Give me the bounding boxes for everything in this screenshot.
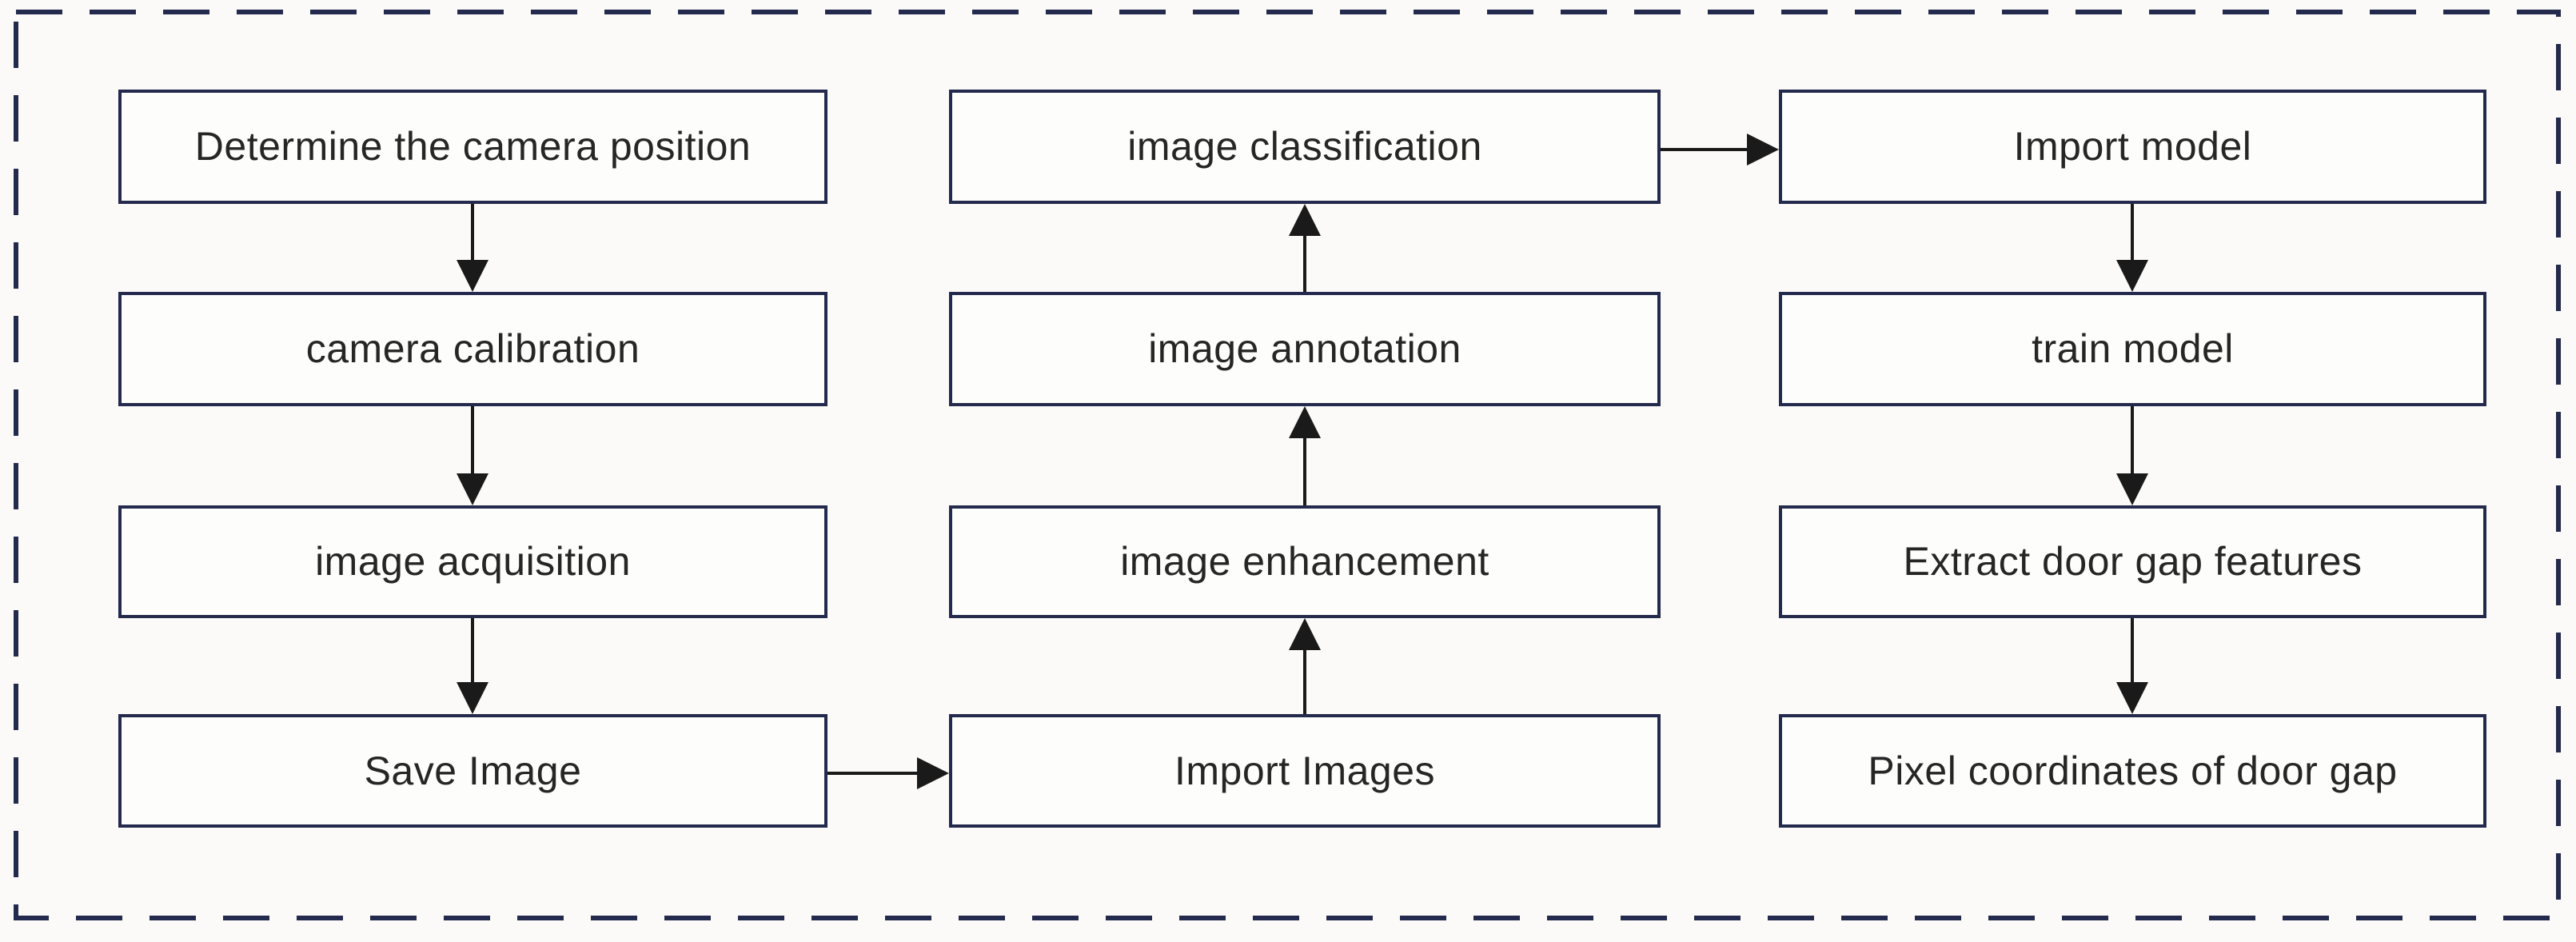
- box-image-acquisition: image acquisition: [118, 505, 827, 618]
- box-image-annotation: image annotation: [949, 292, 1661, 406]
- box-import-images: Import Images: [949, 714, 1661, 828]
- box-save-image-label: Save Image: [364, 748, 582, 793]
- box-determine-camera-position-label: Determine the camera position: [194, 124, 752, 169]
- box-image-classification-label: image classification: [1127, 124, 1482, 169]
- box-extract-door-gap-features: Extract door gap features: [1779, 505, 2486, 618]
- box-train-model: train model: [1779, 292, 2486, 406]
- box-save-image: Save Image: [118, 714, 827, 828]
- box-extract-door-gap-features-label: Extract door gap features: [1903, 539, 2363, 584]
- box-import-model-label: Import model: [2013, 124, 2252, 169]
- box-image-acquisition-label: image acquisition: [315, 539, 631, 584]
- box-import-model: Import model: [1779, 90, 2486, 204]
- box-camera-calibration: camera calibration: [118, 292, 827, 406]
- box-image-classification: image classification: [949, 90, 1661, 204]
- box-camera-calibration-label: camera calibration: [305, 326, 640, 371]
- dashed-frame-border: [14, 10, 2561, 920]
- box-image-enhancement-label: image enhancement: [1120, 539, 1489, 584]
- box-pixel-coordinates-of-door-gap: Pixel coordinates of door gap: [1779, 714, 2486, 828]
- box-train-model-label: train model: [2032, 326, 2234, 371]
- box-image-annotation-label: image annotation: [1148, 326, 1461, 371]
- box-pixel-coordinates-of-door-gap-label: Pixel coordinates of door gap: [1868, 748, 2398, 793]
- box-determine-camera-position: Determine the camera position: [118, 90, 827, 204]
- box-image-enhancement: image enhancement: [949, 505, 1661, 618]
- box-import-images-label: Import Images: [1174, 748, 1436, 793]
